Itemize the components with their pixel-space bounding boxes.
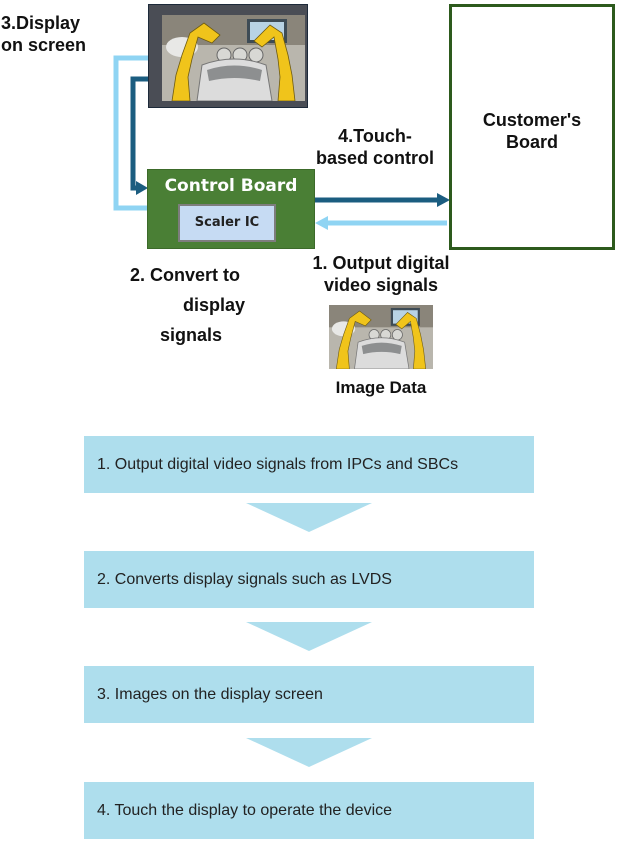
image-data-thumbnail [329, 305, 433, 369]
robot-photo [162, 15, 305, 101]
label-line: on screen [1, 34, 86, 56]
label-output-digital: 1. Output digital video signals [296, 252, 466, 296]
flow-step-3: 3. Images on the display screen [84, 666, 534, 723]
scaler-ic: Scaler IC [178, 204, 276, 242]
label-touch-control: 4.Touch- based control [300, 125, 450, 169]
label-image-data: Image Data [318, 377, 444, 399]
label-line: video signals [296, 274, 466, 296]
flow-arrow-down [246, 503, 372, 532]
label-line: based control [300, 147, 450, 169]
control-board-title: Control Board [148, 176, 314, 196]
title-line: Board [452, 131, 612, 153]
label-line: 3.Display [1, 12, 86, 34]
label-line: display [130, 290, 245, 320]
flow-step-4: 4. Touch the display to operate the devi… [84, 782, 534, 839]
flow-step-2: 2. Converts display signals such as LVDS [84, 551, 534, 608]
customers-board-title: Customer's Board [452, 109, 612, 153]
customers-board: Customer's Board [449, 4, 615, 250]
flow-step-1: 1. Output digital video signals from IPC… [84, 436, 534, 493]
flow-arrow-down [246, 738, 372, 767]
label-line: 2. Convert to [130, 260, 245, 290]
control-board: Control Board Scaler IC [147, 169, 315, 249]
title-line: Customer's [452, 109, 612, 131]
arrowhead-control-input [315, 216, 328, 230]
label-display-on-screen: 3.Display on screen [1, 12, 86, 56]
label-line: 4.Touch- [300, 125, 450, 147]
label-line: 1. Output digital [296, 252, 466, 274]
label-convert-signals: 2. Convert to display signals [130, 260, 245, 350]
display-screen [148, 4, 308, 108]
label-line: signals [130, 320, 245, 350]
flow-arrow-down [246, 622, 372, 651]
